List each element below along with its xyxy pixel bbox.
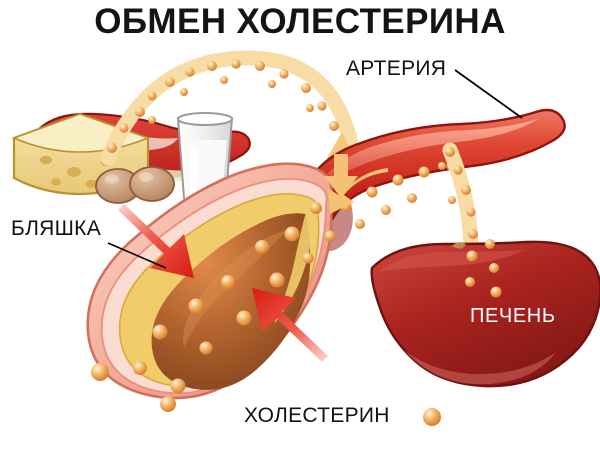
cheese-hole	[40, 155, 52, 165]
artery-pointer-line	[454, 69, 523, 119]
liver-highlight-top	[378, 250, 524, 272]
inflow-arrowheads	[324, 154, 388, 214]
warning-arrows	[118, 204, 328, 362]
liver-highlight-bottom	[404, 350, 556, 385]
egg-highlight	[139, 172, 153, 182]
glass-rim	[177, 112, 233, 126]
lumen-cholesterol-particles	[91, 202, 336, 412]
liver-cholesterol-particles	[465, 239, 502, 298]
plaque-pointer-line	[107, 242, 167, 269]
label-cholesterol: ХОЛЕСТЕРИН	[244, 404, 390, 427]
egg	[129, 166, 175, 202]
glass-highlight	[190, 146, 197, 194]
egg-highlight	[105, 174, 119, 184]
warning-arrow-upper	[118, 204, 194, 278]
vessel-lumen	[151, 213, 311, 390]
cheese-hole	[86, 179, 98, 189]
label-artery: АРТЕРИЯ	[346, 57, 447, 80]
liver-shape	[370, 240, 600, 388]
artery-highlight	[312, 119, 538, 201]
page-title: ОБМЕН ХОЛЕСТЕРИНА	[94, 2, 506, 41]
cheese-hole	[67, 167, 81, 177]
artery-tube	[298, 108, 566, 258]
cholesterol-legend-marker	[423, 408, 441, 426]
flow-band	[100, 50, 358, 166]
label-plaque: БЛЯШКА	[11, 217, 102, 240]
liver-ligament	[452, 242, 466, 249]
cheese-hole	[51, 178, 61, 186]
plaque-neck	[274, 212, 311, 324]
liver-organ	[370, 239, 600, 388]
flow-particles	[107, 59, 339, 153]
label-liver: ПЕЧЕНЬ	[470, 305, 556, 327]
warning-arrow-lower	[252, 288, 328, 362]
inflow-arrow-curve	[328, 168, 388, 214]
artery-cross-section	[86, 160, 458, 412]
